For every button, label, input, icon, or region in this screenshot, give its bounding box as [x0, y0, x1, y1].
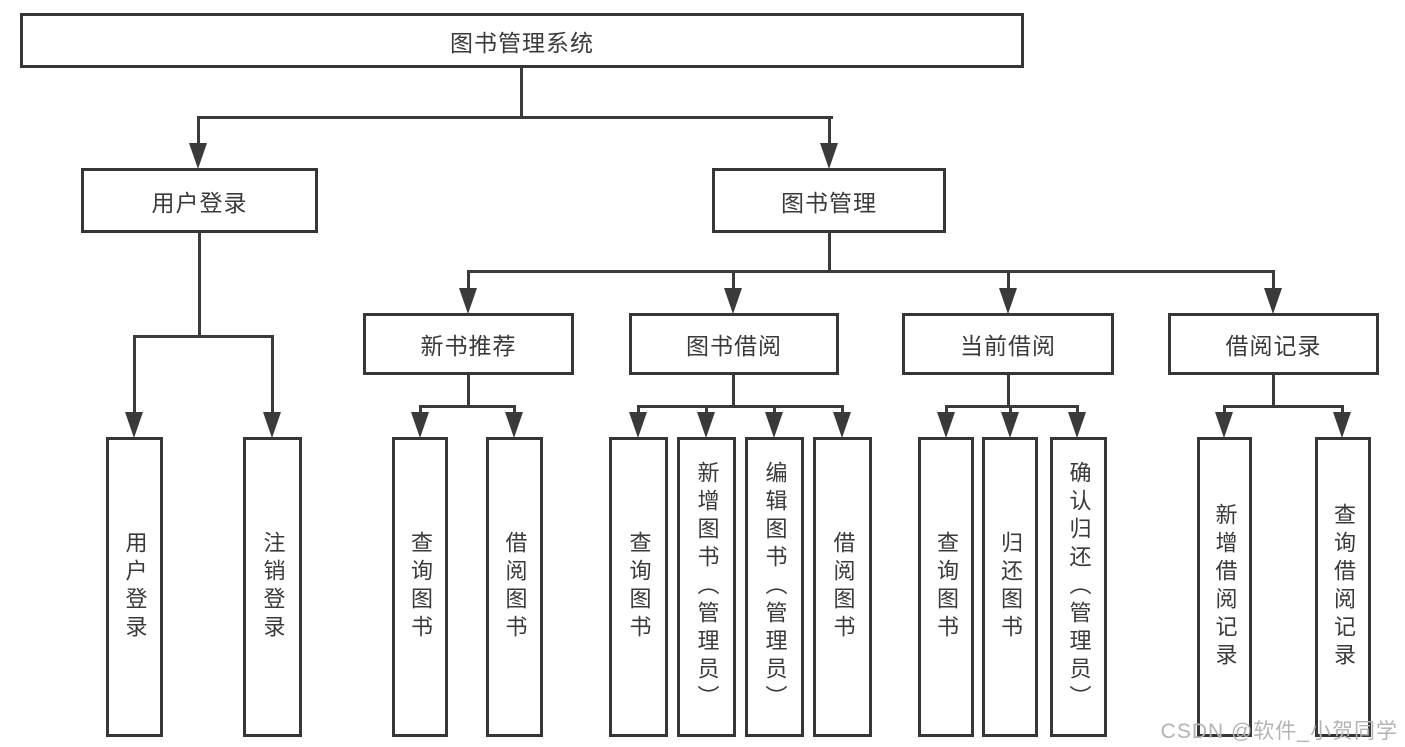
- node-user-login: 用户登录: [81, 168, 318, 233]
- leaf-borrow-books: 借阅图书: [813, 437, 872, 737]
- connector-line: [1223, 405, 1344, 408]
- arrowhead-icon: [263, 412, 281, 438]
- arrowhead-icon: [189, 143, 207, 169]
- node-library-management-system: 图书管理系统: [20, 13, 1024, 68]
- node-label: 当前借阅: [960, 333, 1056, 359]
- leaf-label: 编辑图书（管理员）: [762, 461, 788, 713]
- arrowhead-icon: [820, 143, 838, 169]
- connector-line: [773, 405, 776, 414]
- leaf-label: 注销登录: [260, 531, 286, 643]
- connector-line: [828, 116, 831, 146]
- connector-line: [732, 270, 735, 291]
- connector-line: [1223, 405, 1226, 414]
- leaf-label: 借阅图书: [830, 531, 856, 643]
- connector-line: [1007, 270, 1010, 291]
- connector-line: [467, 270, 470, 291]
- connector-line: [1272, 270, 1275, 291]
- leaf-label: 新增图书（管理员）: [694, 461, 720, 713]
- leaf-query-borrow-record: 查询借阅记录: [1315, 437, 1371, 737]
- leaf-query-books-borrow: 查询图书: [609, 437, 668, 737]
- arrowhead-icon: [1001, 412, 1019, 438]
- arrowhead-icon: [459, 288, 477, 314]
- connector-line: [1009, 405, 1012, 414]
- leaf-label: 查询图书: [626, 531, 652, 643]
- connector-line: [513, 405, 516, 414]
- connector-line: [945, 405, 948, 414]
- arrowhead-icon: [125, 412, 143, 438]
- leaf-borrow-books-recommend: 借阅图书: [486, 437, 543, 737]
- connector-line: [637, 405, 843, 408]
- connector-line: [705, 405, 708, 414]
- connector-line: [197, 116, 833, 119]
- leaf-query-books-current: 查询图书: [918, 437, 974, 737]
- node-new-book-recommendation: 新书推荐: [363, 313, 574, 375]
- arrowhead-icon: [999, 288, 1017, 314]
- leaf-confirm-return-admin: 确认归还（管理员）: [1050, 437, 1107, 737]
- arrowhead-icon: [411, 412, 429, 438]
- connector-line: [197, 116, 200, 146]
- connector-line: [1076, 405, 1079, 414]
- leaf-label: 确认归还（管理员）: [1066, 461, 1092, 713]
- leaf-label: 借阅图书: [502, 531, 528, 643]
- arrowhead-icon: [697, 412, 715, 438]
- connector-line: [133, 335, 136, 413]
- connector-line: [828, 233, 831, 273]
- node-label: 新书推荐: [420, 333, 517, 359]
- connector-line: [419, 405, 422, 414]
- node-label: 图书管理: [781, 189, 877, 216]
- leaf-user-login: 用户登录: [106, 437, 163, 737]
- arrowhead-icon: [937, 412, 955, 438]
- node-label: 图书借阅: [686, 333, 782, 359]
- connector-line: [732, 375, 735, 408]
- node-label: 用户登录: [151, 189, 248, 216]
- arrowhead-icon: [1333, 412, 1351, 438]
- arrowhead-icon: [724, 288, 742, 314]
- leaf-label: 用户登录: [122, 531, 148, 643]
- arrowhead-icon: [1215, 412, 1233, 438]
- leaf-add-books-admin: 新增图书（管理员）: [677, 437, 736, 737]
- leaf-label: 归还图书: [998, 531, 1023, 643]
- node-label: 借阅记录: [1225, 333, 1322, 359]
- connector-line: [1341, 405, 1344, 414]
- leaf-query-books-recommend: 查询图书: [392, 437, 448, 737]
- node-book-management: 图书管理: [712, 168, 946, 233]
- leaf-label: 查询图书: [934, 531, 959, 643]
- leaf-label: 查询图书: [408, 531, 433, 643]
- leaf-add-borrow-record: 新增借阅记录: [1197, 437, 1252, 737]
- arrowhead-icon: [833, 412, 851, 438]
- csdn-watermark: CSDN @软件_小贺同学: [1160, 720, 1398, 743]
- connector-line: [1007, 375, 1010, 408]
- arrowhead-icon: [1264, 288, 1282, 314]
- connector-line: [271, 335, 274, 413]
- node-label: 图书管理系统: [450, 29, 594, 56]
- arrowhead-icon: [629, 412, 647, 438]
- connector-line: [467, 375, 470, 408]
- connector-line: [133, 335, 274, 338]
- arrowhead-icon: [1068, 412, 1086, 438]
- arrowhead-icon: [505, 412, 523, 438]
- node-current-borrowing: 当前借阅: [902, 313, 1114, 375]
- connector-line: [637, 405, 640, 414]
- leaf-label: 查询借阅记录: [1331, 503, 1356, 671]
- arrowhead-icon: [765, 412, 783, 438]
- connector-line: [198, 233, 201, 338]
- leaf-logout: 注销登录: [243, 437, 302, 737]
- connector-line: [467, 270, 1275, 273]
- node-book-borrowing: 图书借阅: [629, 313, 839, 375]
- connector-line: [1272, 375, 1275, 408]
- leaf-edit-books-admin: 编辑图书（管理员）: [745, 437, 804, 737]
- connector-line: [841, 405, 844, 414]
- leaf-return-books: 归还图书: [982, 437, 1038, 737]
- connector-line: [945, 405, 1079, 408]
- connector-line: [520, 68, 523, 119]
- connector-line: [419, 405, 516, 408]
- leaf-label: 新增借阅记录: [1212, 503, 1238, 671]
- node-borrowing-records: 借阅记录: [1168, 313, 1379, 375]
